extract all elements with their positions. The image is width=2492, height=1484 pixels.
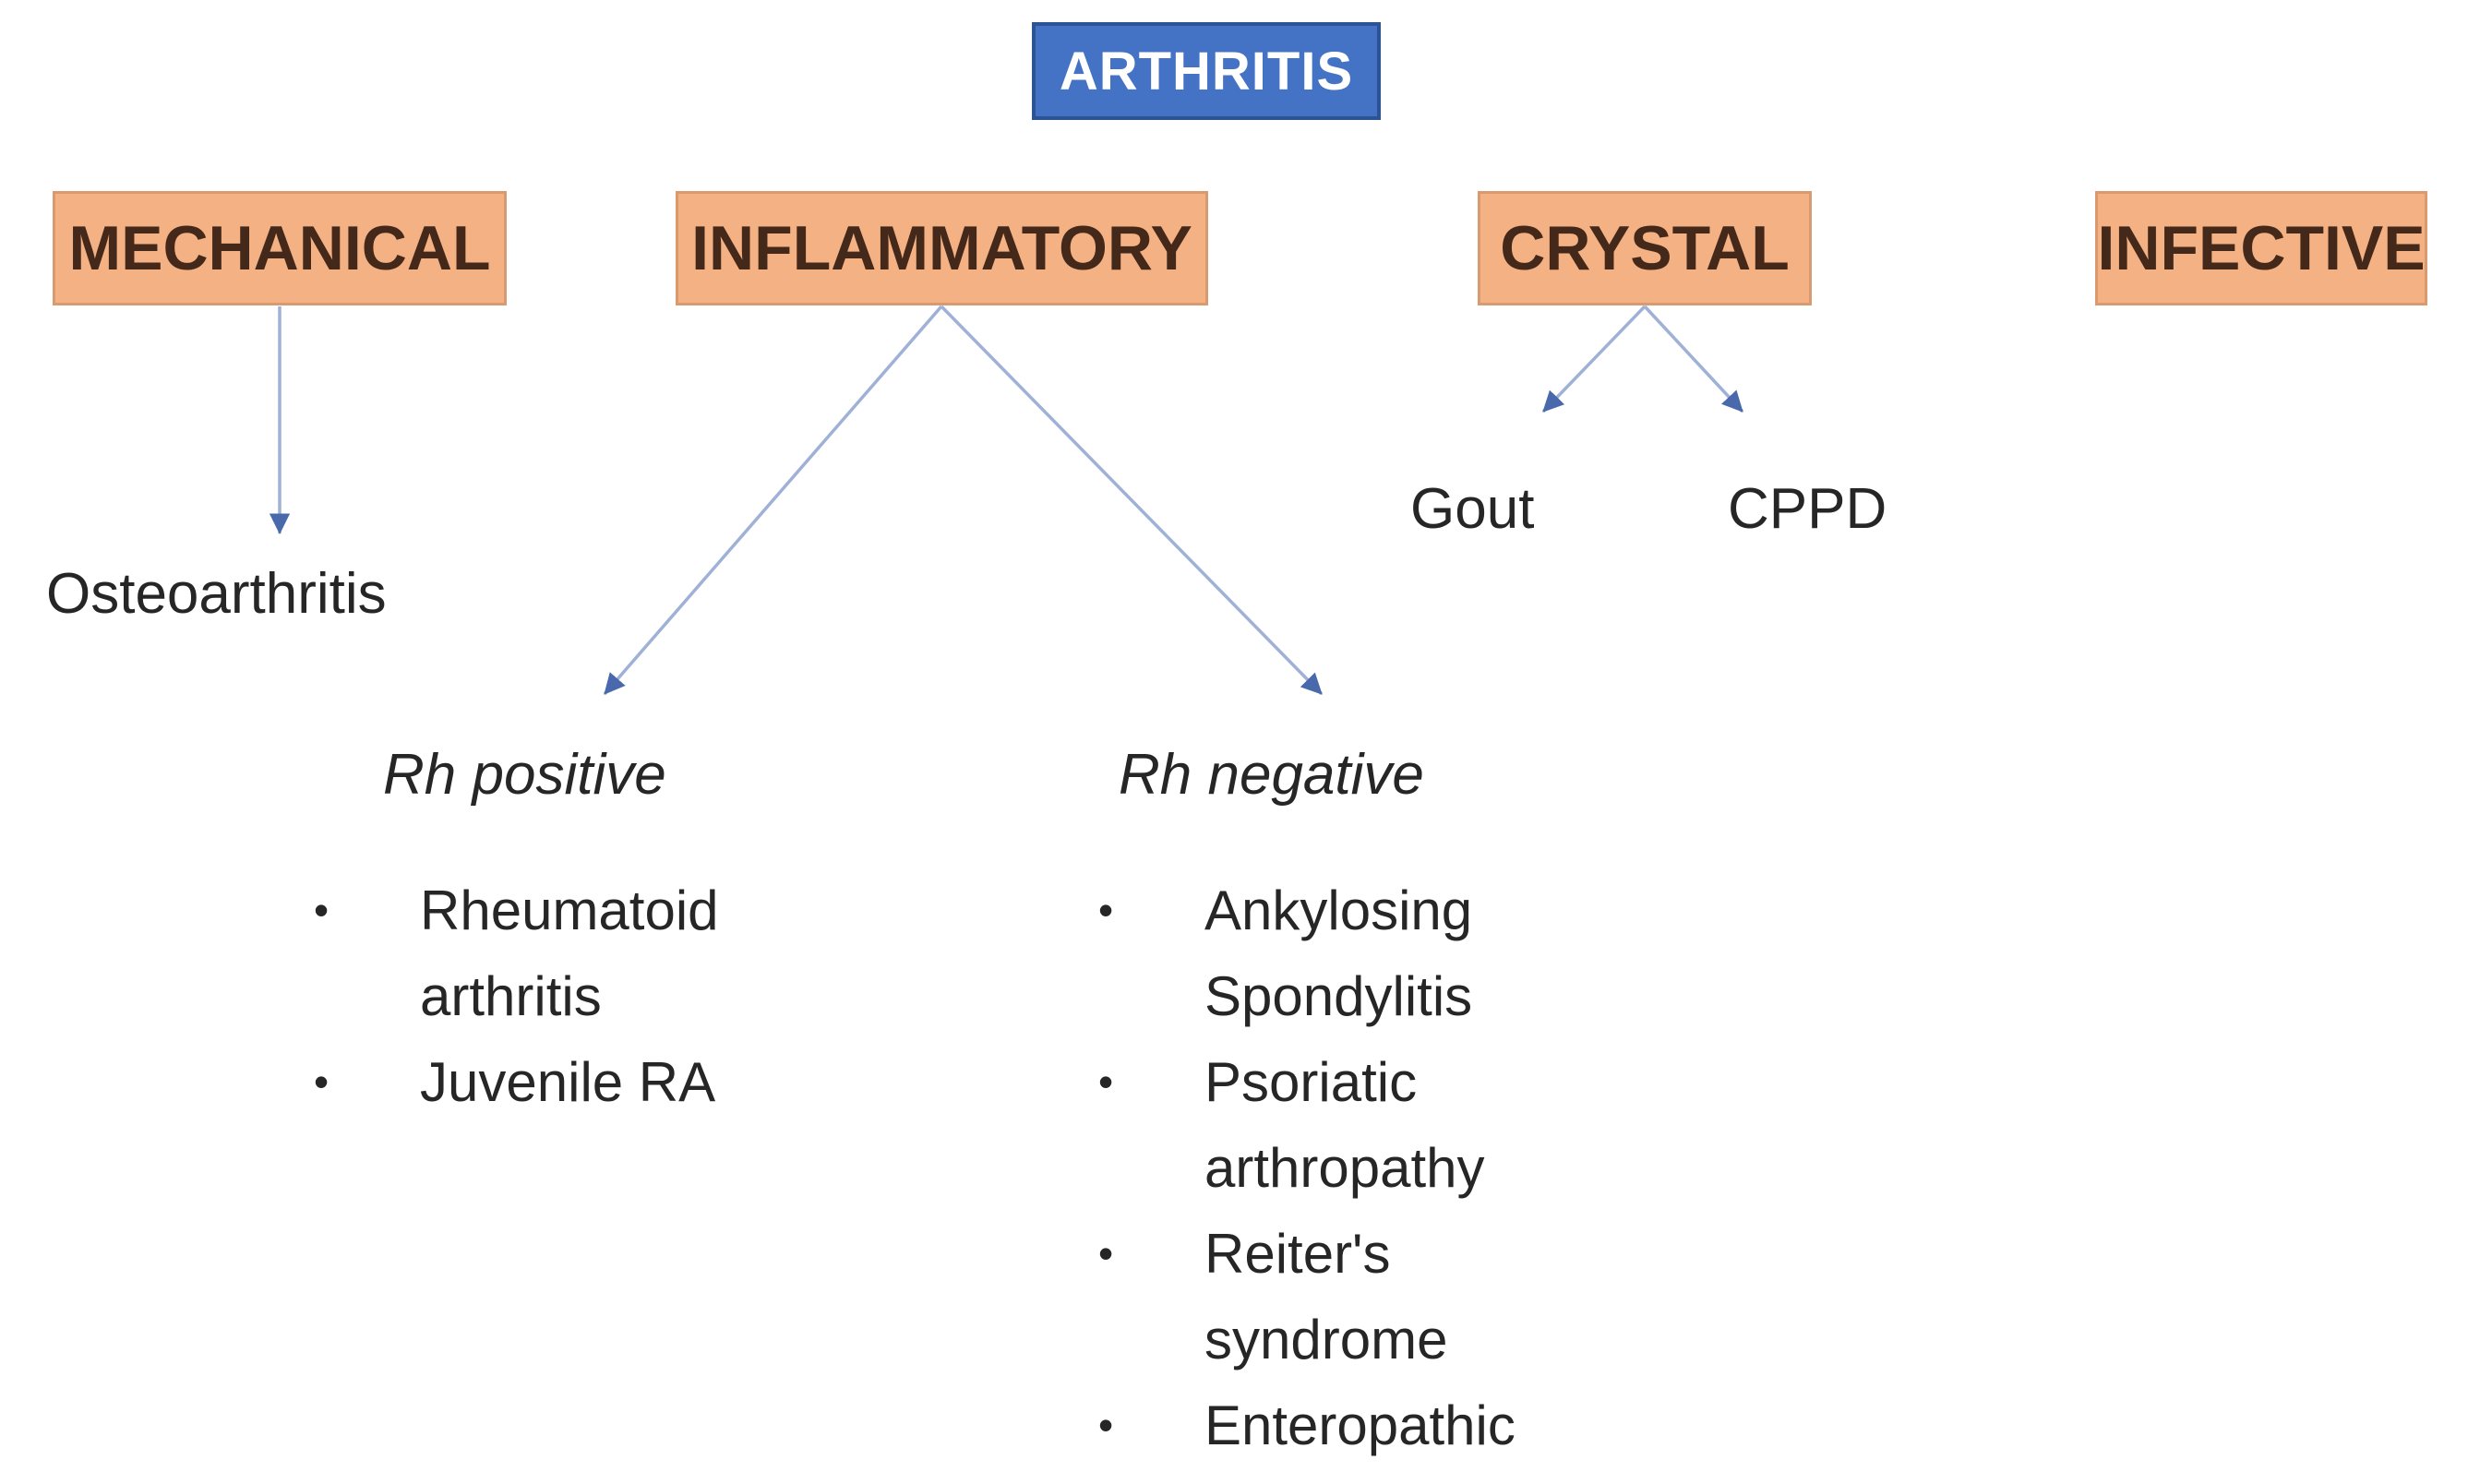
category-label-crystal: CRYSTAL: [1500, 213, 1790, 283]
category-node-crystal: CRYSTAL: [1478, 191, 1812, 305]
list-item-text: Ankylosing Spondylitis: [1204, 880, 1473, 1027]
leaf-node-cppd: CPPD: [1728, 477, 1887, 541]
list-item: • Enteropathic: [1098, 1382, 1564, 1468]
list-item-text: Juvenile RA: [420, 1051, 716, 1113]
list-item: • Juvenile RA: [314, 1039, 780, 1125]
arrow-inflammatory-to-rh-negative: [940, 305, 1324, 696]
root-node-label: ARTHRITIS: [1059, 41, 1354, 102]
group-label-rh-negative: Rh negative: [1119, 743, 1424, 807]
list-item: • Psoriatic arthropathy: [1098, 1039, 1564, 1211]
list-item: • Rheumatoid arthritis: [314, 868, 780, 1039]
group-label-rh-positive: Rh positive: [383, 743, 666, 807]
bullet-icon: •: [1098, 1058, 1114, 1106]
bullet-icon: •: [314, 1058, 329, 1106]
category-node-infective: INFECTIVE: [2095, 191, 2427, 305]
arrow-crystal-to-gout: [1541, 305, 1647, 413]
bullet-icon: •: [1098, 1229, 1114, 1277]
arrow-crystal-to-cppd: [1643, 305, 1744, 413]
bullet-icon: •: [1098, 1401, 1114, 1449]
list-item-text: Enteropathic: [1204, 1394, 1516, 1456]
category-label-infective: INFECTIVE: [2097, 213, 2426, 283]
category-node-inflammatory: INFLAMMATORY: [676, 191, 1208, 305]
bullet-icon: •: [1098, 886, 1114, 934]
bullet-icon: •: [314, 886, 329, 934]
rh-positive-item-list: • Rheumatoid arthritis • Juvenile RA: [314, 868, 780, 1125]
leaf-node-gout: Gout: [1410, 477, 1535, 541]
category-label-inflammatory: INFLAMMATORY: [691, 213, 1192, 283]
list-item-text: Rheumatoid arthritis: [420, 880, 719, 1027]
category-node-mechanical: MECHANICAL: [53, 191, 507, 305]
list-item-text: Reiter's syndrome: [1204, 1223, 1448, 1370]
leaf-node-osteoarthritis: Osteoarthritis: [46, 562, 387, 626]
arrow-inflammatory-to-rh-positive: [603, 305, 943, 696]
category-label-mechanical: MECHANICAL: [68, 213, 491, 283]
rh-negative-item-list: • Ankylosing Spondylitis • Psoriatic art…: [1098, 868, 1564, 1468]
list-item-text: Psoriatic arthropathy: [1204, 1051, 1485, 1199]
list-item: • Ankylosing Spondylitis: [1098, 868, 1564, 1039]
list-item: • Reiter's syndrome: [1098, 1211, 1564, 1382]
root-node-arthritis: ARTHRITIS: [1032, 22, 1381, 120]
